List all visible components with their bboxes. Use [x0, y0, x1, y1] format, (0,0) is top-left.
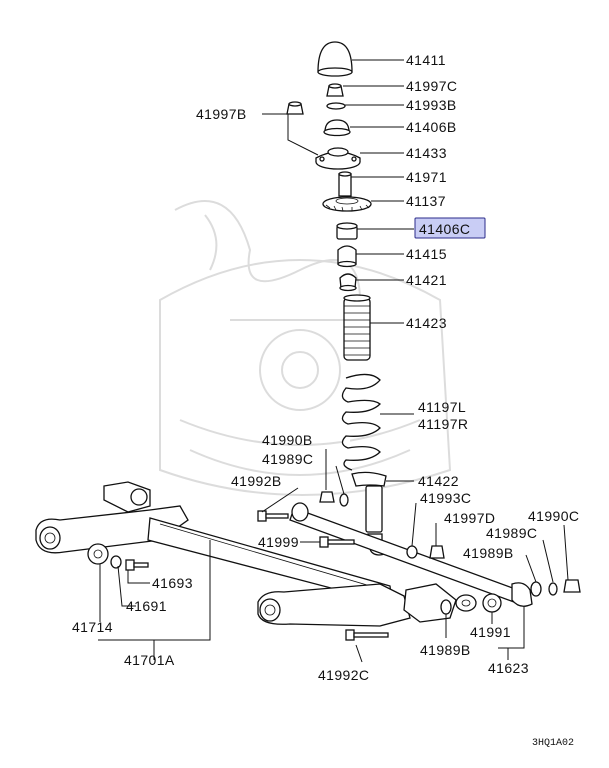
label-41411[interactable]: 41411 [406, 52, 446, 68]
diagram-code: 3HQ1A02 [532, 738, 574, 749]
label-41433[interactable]: 41433 [406, 145, 447, 161]
nut-41990c-part[interactable] [563, 579, 581, 593]
label-41137[interactable]: 41137 [406, 193, 446, 209]
coil-spring-part[interactable] [341, 373, 381, 471]
washer-41989b-part[interactable] [530, 581, 542, 597]
bump-stopper-part[interactable] [339, 273, 357, 292]
label-41991[interactable]: 41991 [470, 624, 511, 640]
label-41990B[interactable]: 41990B [262, 432, 313, 448]
label-41693[interactable]: 41693 [152, 575, 193, 591]
label-41714[interactable]: 41714 [72, 619, 113, 635]
spring-seat-part[interactable] [322, 196, 372, 212]
label-41989C-right[interactable]: 41989C [486, 525, 537, 541]
washer-41989c-right-part[interactable] [548, 582, 558, 596]
bolt-41693-part[interactable] [125, 559, 149, 571]
label-41701A[interactable]: 41701A [124, 652, 175, 668]
label-41197L[interactable]: 41197L [418, 399, 466, 415]
nut-41997b-part[interactable] [286, 101, 304, 115]
label-41406C[interactable]: 41406C [419, 221, 470, 237]
label-41997D[interactable]: 41997D [444, 510, 495, 526]
bolt-41999-part[interactable] [319, 536, 355, 548]
washer-41989c-left-part[interactable] [339, 493, 349, 507]
label-41993B[interactable]: 41993B [406, 97, 457, 113]
nut-part[interactable] [326, 83, 344, 97]
part-number-labels: 41411 41997C 41993B 41997B 41406B 41433 … [72, 52, 579, 683]
label-41415[interactable]: 41415 [406, 246, 447, 262]
lower-bushing-part[interactable] [336, 222, 358, 240]
label-41423[interactable]: 41423 [406, 315, 447, 331]
label-41997C[interactable]: 41997C [406, 78, 457, 94]
label-41623[interactable]: 41623 [488, 660, 529, 676]
washer-41993c-part[interactable] [406, 545, 418, 559]
label-41997B[interactable]: 41997B [196, 106, 247, 122]
bolt-41992c-part[interactable] [345, 629, 389, 641]
label-41992C[interactable]: 41992C [318, 667, 369, 683]
nut-41997d-part[interactable] [429, 545, 445, 559]
bolt-41992b-part[interactable] [257, 510, 289, 522]
label-41421[interactable]: 41421 [406, 272, 447, 288]
washer-part[interactable] [326, 102, 346, 110]
label-41422[interactable]: 41422 [418, 473, 459, 489]
label-41406B[interactable]: 41406B [406, 119, 457, 135]
label-41989B-bottom[interactable]: 41989B [420, 642, 471, 658]
upper-bushing-part[interactable] [323, 119, 351, 137]
label-41993C[interactable]: 41993C [420, 490, 471, 506]
label-41971[interactable]: 41971 [406, 169, 447, 185]
rear-axle-beam-part[interactable] [35, 481, 477, 627]
dust-cap-part[interactable] [317, 41, 353, 77]
lateral-rod-part[interactable] [289, 502, 533, 607]
washer-41691-part[interactable] [110, 555, 122, 569]
label-41990C[interactable]: 41990C [528, 508, 579, 524]
bushing-41415-part[interactable] [337, 245, 357, 268]
label-41989B-top[interactable]: 41989B [463, 545, 514, 561]
label-41989C-left[interactable]: 41989C [262, 451, 313, 467]
nut-41990b-part[interactable] [319, 491, 335, 503]
dust-boot-part[interactable] [343, 294, 371, 361]
sleeve-part[interactable] [338, 171, 352, 197]
label-41992B[interactable]: 41992B [231, 473, 282, 489]
leader-lines [98, 59, 569, 663]
beam-bushing-part[interactable] [87, 543, 109, 565]
label-41691[interactable]: 41691 [126, 598, 167, 614]
rod-bushing-part[interactable] [482, 593, 502, 613]
strut-assembly [315, 41, 389, 556]
highlighted-part-box [414, 217, 486, 239]
label-41197R[interactable]: 41197R [418, 416, 468, 432]
label-41999[interactable]: 41999 [258, 534, 299, 550]
washer-41989b-lower-part[interactable] [440, 599, 452, 615]
strut-mount-part[interactable] [315, 147, 361, 170]
